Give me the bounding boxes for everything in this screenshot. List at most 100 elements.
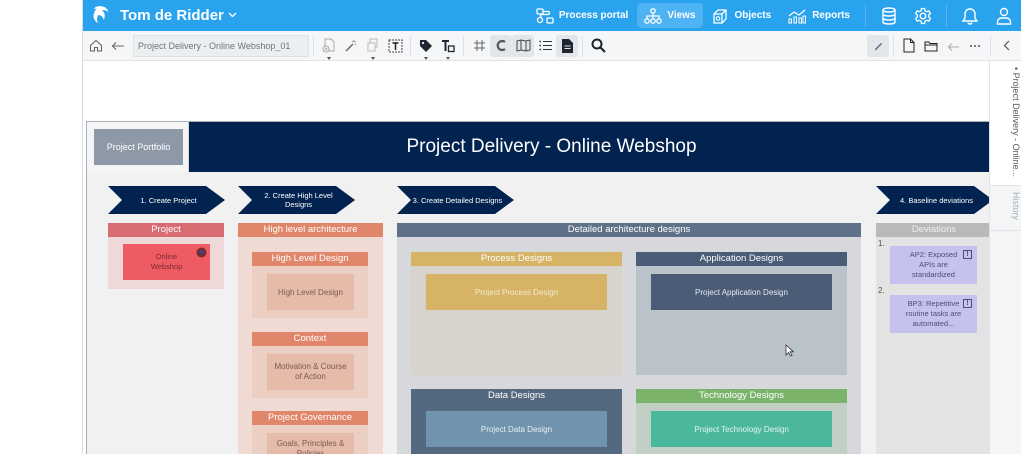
project-portfolio-button[interactable]: Project Portfolio	[94, 129, 183, 165]
toolbar-divider	[582, 35, 583, 56]
chevron-arrow-shape	[238, 186, 355, 214]
deviations-header: Deviations	[876, 223, 989, 237]
format-button[interactable]	[437, 35, 459, 60]
dropdown-indicator	[424, 56, 428, 60]
back-arrow-icon	[111, 41, 124, 50]
high-level-design-group[interactable]: High Level Design High Level Design	[252, 252, 368, 318]
text-frame-button[interactable]	[384, 35, 406, 57]
detailed-architecture-header: Detailed architecture designs	[397, 223, 861, 237]
deviation-bp3-card[interactable]: BP3: Repetitive routine tasks are automa…	[890, 295, 977, 333]
format-icon	[442, 39, 455, 52]
nav-reports[interactable]: Reports	[780, 3, 857, 28]
nav-objects[interactable]: Objects	[705, 3, 779, 28]
deviation-text: BP3: Repetitive routine tasks are automa…	[905, 299, 962, 328]
dropdown-indicator	[327, 56, 331, 60]
nav-objects-label: Objects	[734, 10, 772, 21]
collapse-panel-button[interactable]	[995, 35, 1017, 57]
tag-button[interactable]	[415, 35, 437, 60]
deviations-group[interactable]: Deviations 1. AP2: Exposed APIs are stan…	[876, 223, 989, 454]
home-button[interactable]	[85, 35, 107, 57]
detailed-architecture-group[interactable]: Detailed architecture designs Process De…	[397, 223, 861, 454]
high-level-design-header: High Level Design	[252, 252, 368, 266]
open-folder-button[interactable]	[920, 35, 942, 57]
project-data-design-item[interactable]: Project Data Design	[426, 411, 607, 447]
right-side-panel: • Project Delivery - Online... History	[989, 61, 1021, 454]
grid-icon	[473, 40, 485, 51]
top-navigation-bar: Tom de Ridder Process portal Views Objec…	[83, 0, 1021, 31]
step-2-create-high-level-designs[interactable]: 2. Create High Level Designs	[238, 186, 355, 214]
step-4-baseline-deviations[interactable]: 4. Baseline deviations	[876, 186, 989, 214]
open-folder-icon	[924, 41, 937, 51]
high-level-design-item[interactable]: High Level Design	[267, 274, 354, 310]
deviation-ap2-card[interactable]: AP2: Exposed APIs are standardized !	[890, 246, 977, 284]
more-options-button[interactable]	[964, 35, 986, 57]
more-icon	[970, 44, 980, 47]
process-portal-icon	[536, 7, 554, 24]
view-diagram: Project Portfolio Project Delivery - Onl…	[86, 121, 989, 454]
undo-icon	[947, 42, 959, 51]
app-window: Tom de Ridder Process portal Views Objec…	[83, 0, 1021, 454]
toolbar-divider	[990, 35, 991, 56]
editor-toolbar: Project Delivery - Online Webshop_01	[83, 31, 1021, 61]
search-button[interactable]	[587, 35, 609, 57]
new-object-button[interactable]	[318, 35, 340, 60]
settings-gear-icon	[914, 7, 932, 24]
grid-button[interactable]	[468, 35, 490, 57]
main-nav: Process portal Views Objects Reports	[529, 0, 1021, 31]
views-icon	[644, 7, 663, 24]
step-3-create-detailed-designs[interactable]: 3. Create Detailed Designs	[397, 186, 514, 214]
magnet-icon	[496, 39, 506, 52]
data-designs-group[interactable]: Data Designs Project Data Design	[411, 389, 622, 454]
application-designs-group[interactable]: Application Designs Project Application …	[636, 252, 847, 375]
notifications-bell-icon	[962, 7, 978, 25]
step-1-create-project[interactable]: 1. Create Project	[108, 186, 225, 214]
edit-pencil-icon	[874, 43, 882, 50]
chevron-arrow-shape	[108, 186, 225, 214]
snap-magnet-button[interactable]	[490, 34, 512, 57]
search-icon	[591, 38, 606, 53]
home-icon	[89, 39, 103, 52]
technology-designs-group[interactable]: Technology Designs Project Technology De…	[636, 389, 847, 454]
motivation-course-of-action-item[interactable]: Motivation & Course of Action	[267, 354, 354, 390]
copy-icon	[367, 38, 378, 52]
goals-principles-policies-item[interactable]: Goals, Principles & Policies	[267, 433, 354, 454]
back-button[interactable]	[107, 35, 129, 57]
nav-divider	[946, 4, 947, 27]
application-designs-header: Application Designs	[636, 252, 847, 266]
context-group[interactable]: Context Motivation & Course of Action	[252, 332, 368, 398]
process-designs-group[interactable]: Process Designs Project Process Design	[411, 252, 622, 375]
project-technology-design-item[interactable]: Project Technology Design	[651, 411, 832, 447]
dropdown-indicator	[446, 56, 450, 60]
nav-views[interactable]: Views	[637, 3, 703, 28]
online-webshop-project[interactable]: Online Webshop	[123, 244, 210, 280]
dolphin-logo-icon	[93, 6, 109, 24]
list-button[interactable]	[534, 35, 556, 57]
nav-process-portal[interactable]: Process portal	[529, 3, 635, 28]
tab-history[interactable]: History	[990, 186, 1021, 231]
new-file-button[interactable]	[898, 35, 920, 57]
book-button[interactable]	[512, 34, 534, 57]
chevron-down-icon	[228, 12, 237, 18]
copy-button[interactable]	[362, 35, 384, 60]
tab-current-view[interactable]: • Project Delivery - Online...	[990, 61, 1021, 186]
magic-wand-button[interactable]	[340, 35, 362, 57]
project-governance-group[interactable]: Project Governance Goals, Principles & P…	[252, 411, 368, 454]
nav-reports-label: Reports	[812, 10, 850, 21]
diagram-canvas[interactable]: Project Portfolio Project Delivery - Onl…	[83, 61, 989, 454]
workspace-switcher[interactable]: Tom de Ridder	[91, 3, 237, 27]
project-group-header: Project	[108, 223, 224, 237]
high-level-architecture-group[interactable]: High level architecture High Level Desig…	[238, 223, 383, 454]
new-object-icon	[322, 38, 335, 53]
undo-button[interactable]	[942, 35, 964, 57]
user-account-button[interactable]	[987, 0, 1021, 31]
settings-button[interactable]	[906, 0, 940, 31]
new-file-icon	[903, 38, 915, 53]
edit-mode-button[interactable]	[867, 34, 889, 57]
database-button[interactable]	[872, 0, 906, 31]
breadcrumb[interactable]: Project Delivery - Online Webshop_01	[133, 34, 309, 57]
document-button[interactable]	[556, 34, 578, 57]
project-process-design-item[interactable]: Project Process Design	[426, 274, 607, 310]
project-group[interactable]: Project Online Webshop	[108, 223, 224, 289]
notifications-button[interactable]	[953, 0, 987, 31]
project-application-design-item[interactable]: Project Application Design	[651, 274, 832, 310]
